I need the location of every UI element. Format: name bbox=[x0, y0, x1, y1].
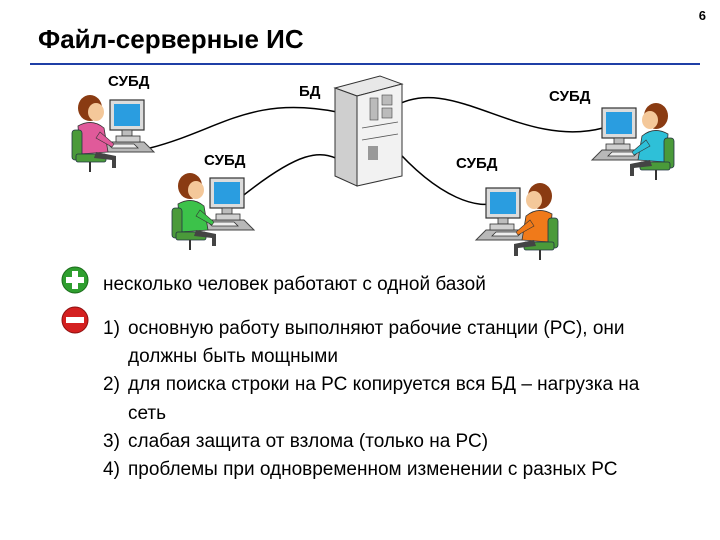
workstation-bottom-left bbox=[171, 172, 255, 251]
label-dbms-top-left: СУБД bbox=[108, 73, 150, 90]
list-item-number: 1) bbox=[103, 318, 120, 339]
minus-circle-icon bbox=[61, 306, 89, 334]
network-diagram: СУБД БД СУБД СУБД СУБД bbox=[71, 73, 675, 261]
network-cable bbox=[239, 154, 341, 199]
page-number: 6 bbox=[698, 8, 706, 23]
slide-title: Файл-серверные ИС bbox=[38, 24, 304, 54]
label-db: БД bbox=[299, 83, 321, 100]
list-item: 2) для поиска строки на РС копируется вс… bbox=[103, 371, 673, 427]
list-item-text: для поиска строки на РС копируется вся Б… bbox=[128, 374, 640, 424]
list-item-number: 3) bbox=[103, 430, 120, 452]
list-item-text: слабая защита от взлома (только на РС) bbox=[128, 430, 489, 452]
list-item: 4) проблемы при одновременном изменении … bbox=[103, 456, 673, 484]
network-cable bbox=[149, 106, 338, 149]
list-item-text: основную работу выполняют рабочие станци… bbox=[128, 318, 625, 368]
pros-text: несколько человек работают с одной базой bbox=[103, 274, 486, 295]
list-item: 1) основную работу выполняют рабочие ста… bbox=[103, 315, 673, 371]
workstation-bottom-right bbox=[475, 182, 559, 261]
server-icon bbox=[333, 75, 404, 187]
list-item: 3) слабая защита от взлома (только на РС… bbox=[103, 428, 673, 456]
list-item-text: проблемы при одновременном изменении с р… bbox=[128, 459, 618, 481]
network-cable bbox=[391, 96, 604, 133]
label-dbms-bottom-left: СУБД bbox=[204, 152, 246, 169]
workstation-top-left bbox=[71, 94, 155, 173]
list-item-number: 2) bbox=[103, 374, 120, 396]
plus-circle-icon bbox=[61, 266, 89, 294]
list-item-number: 4) bbox=[103, 459, 120, 481]
label-dbms-top-right: СУБД bbox=[549, 88, 591, 105]
cons-list: 1) основную работу выполняют рабочие ста… bbox=[103, 315, 673, 484]
label-dbms-bottom-right: СУБД bbox=[456, 155, 498, 172]
workstation-top-right bbox=[591, 102, 675, 181]
network-cable bbox=[391, 144, 499, 206]
title-rule bbox=[30, 63, 700, 65]
